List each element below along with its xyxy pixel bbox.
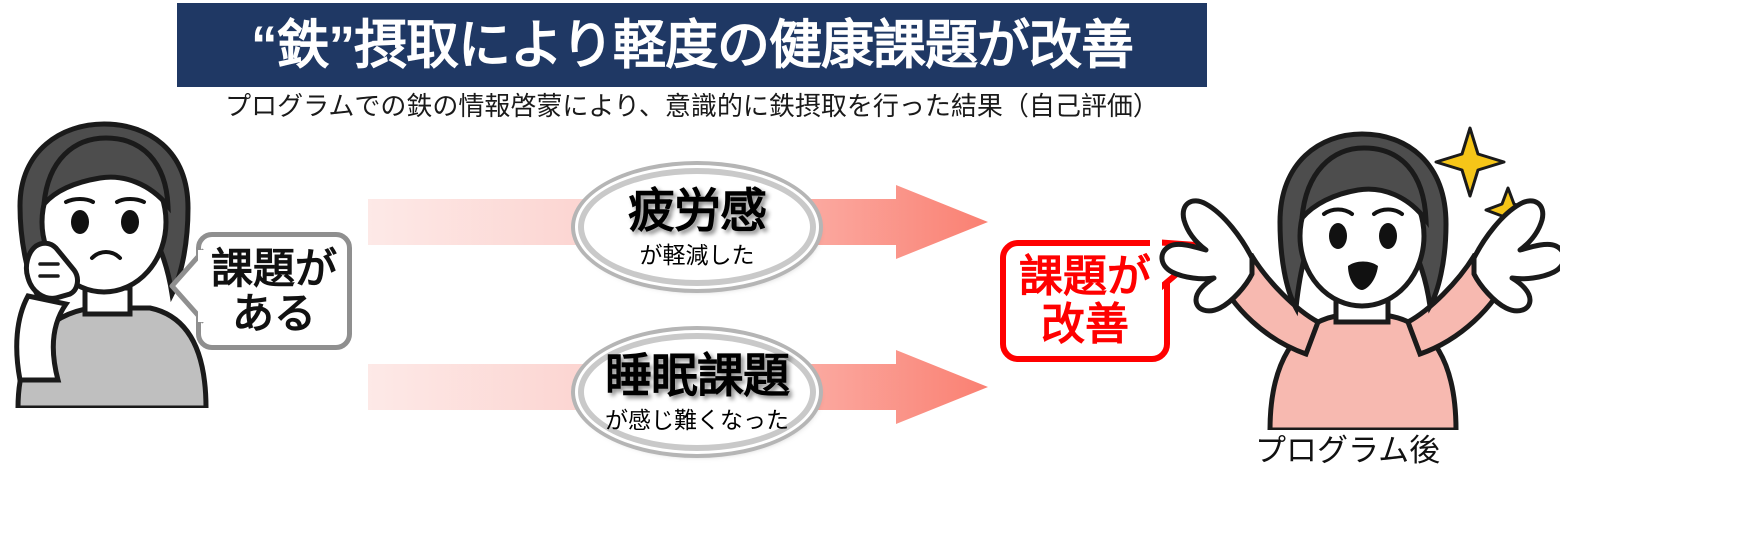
badge-sleep-sub: が感じ難くなった	[605, 407, 789, 433]
happy-woman-illustration	[1140, 110, 1560, 430]
subtitle: プログラムでの鉄の情報啓蒙により、意識的に鉄摂取を行った結果（自己評価）	[225, 91, 1159, 121]
before-bubble-line2: ある	[231, 290, 316, 337]
title-banner: “鉄”摂取により軽度の健康課題が改善	[177, 3, 1207, 87]
after-speech-bubble: 課題が 改善	[1000, 240, 1170, 362]
before-bubble-line1: 課題が	[210, 244, 337, 292]
badge-fatigue-sub: が軽減した	[639, 242, 755, 268]
after-bubble-line2: 改善	[1041, 300, 1129, 349]
badge-sleep: 睡眠課題 が感じ難くなった	[578, 333, 816, 451]
before-speech-bubble: 課題が ある	[196, 232, 352, 350]
badge-fatigue-main: 疲労感	[628, 184, 767, 237]
after-bubble-line1: 課題が	[1019, 251, 1151, 301]
before-bubble-tail	[168, 246, 208, 326]
page-title: “鉄”摂取により軽度の健康課題が改善	[251, 15, 1134, 75]
badge-sleep-main: 睡眠課題	[605, 349, 790, 402]
after-caption: プログラム後	[1255, 433, 1441, 468]
badge-fatigue: 疲労感 が軽減した	[578, 168, 816, 286]
